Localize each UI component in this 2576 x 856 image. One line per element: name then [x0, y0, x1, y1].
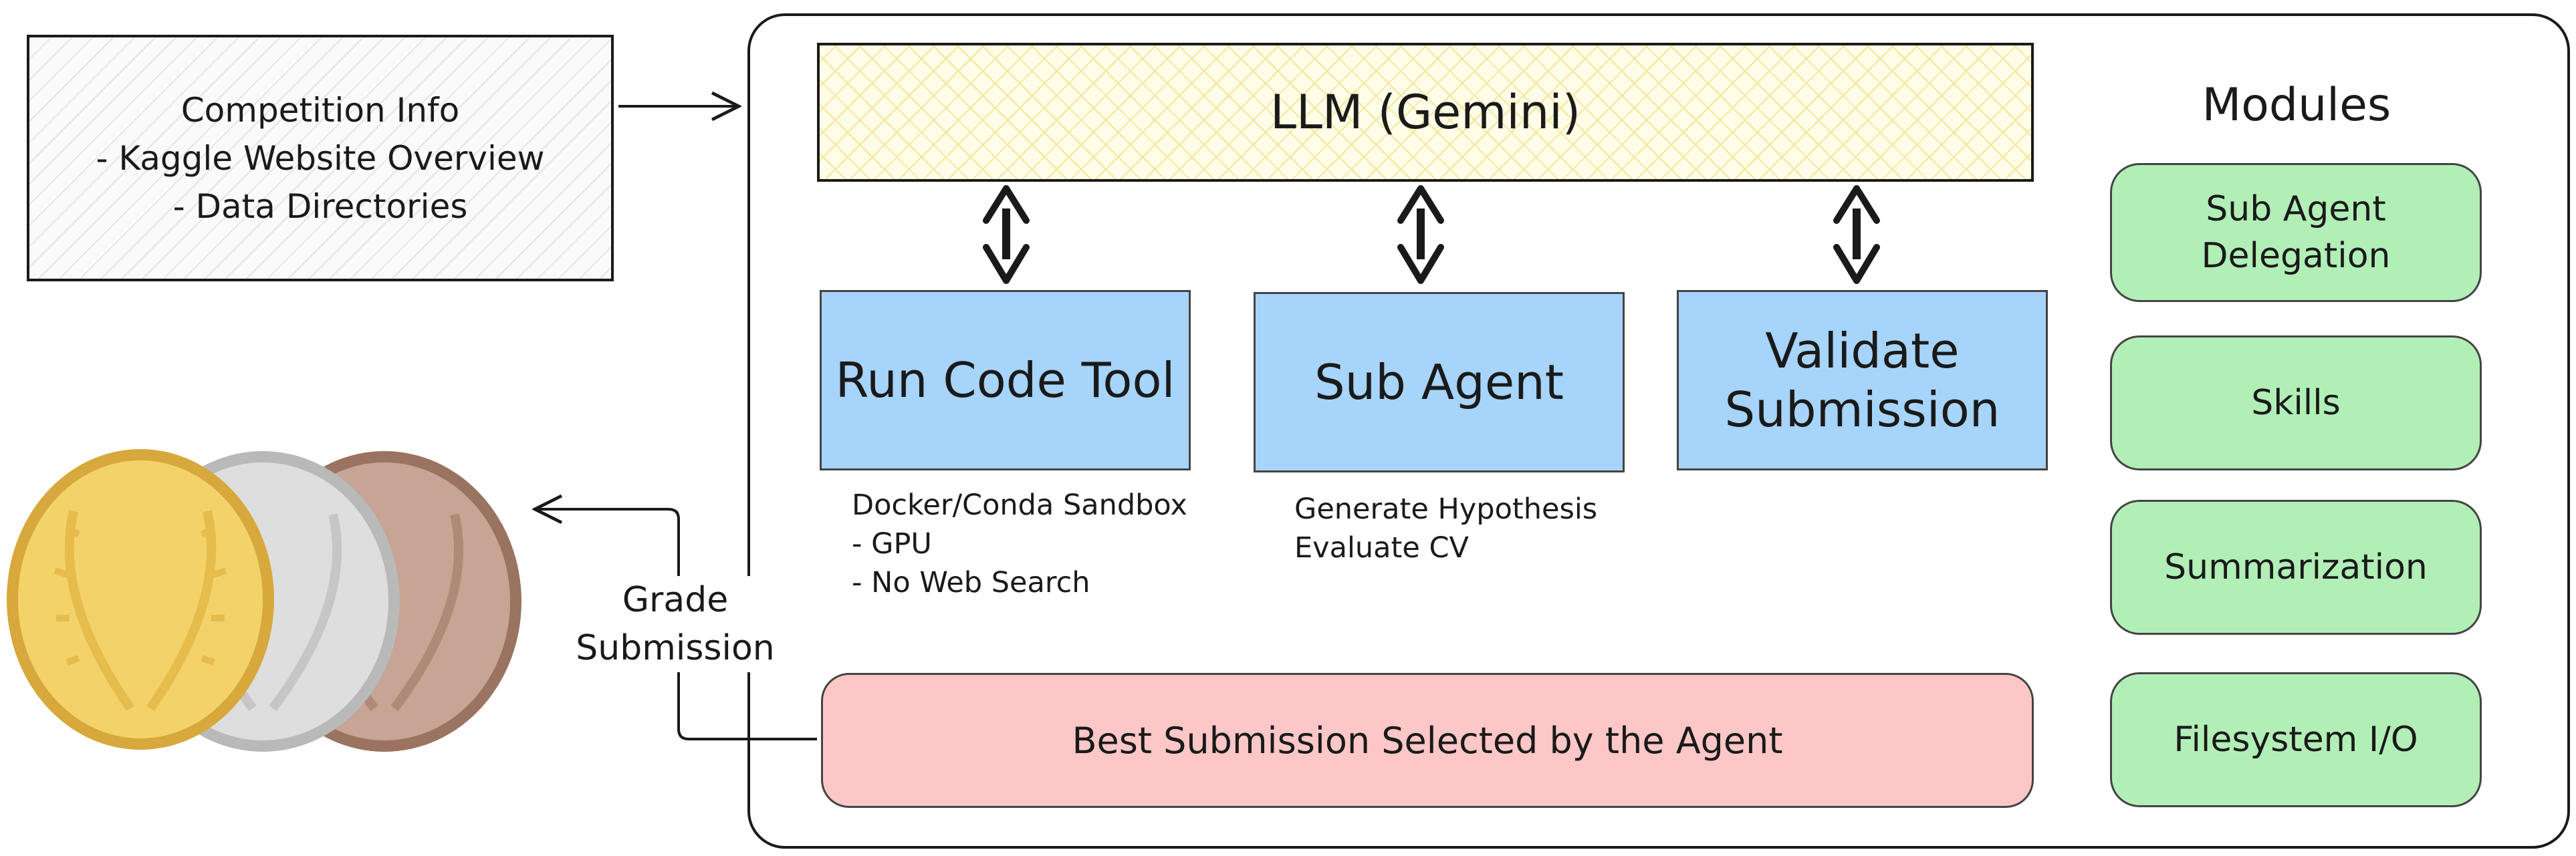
validate-submission-label-line: Validate: [1765, 323, 1960, 379]
run-code-note: Docker/Conda Sandbox: [852, 488, 1187, 522]
llm-sub-agent-double-arrow: [1397, 185, 1444, 284]
run-code-note: - No Web Search: [852, 566, 1090, 599]
module-label-line: Delegation: [2201, 236, 2391, 276]
sub-agent-note: Generate Hypothesis: [1294, 492, 1598, 526]
module-skills: Skills: [2110, 335, 2482, 470]
sub-agent-box: Sub Agent: [1254, 292, 1625, 472]
module-label-line: Filesystem I/O: [2174, 720, 2418, 760]
grade-submission-label: Grade Submission: [575, 576, 776, 672]
llm-label: LLM (Gemini): [1270, 85, 1581, 140]
sub-agent-label: Sub Agent: [1314, 354, 1564, 410]
validate-submission-box: Validate Submission: [1677, 290, 2048, 470]
module-label-line: Summarization: [2164, 547, 2428, 587]
grade-submission-line: Submission: [576, 628, 775, 668]
sub-agent-note: Evaluate CV: [1294, 531, 1469, 565]
competition-info-item: - Kaggle Website Overview: [96, 138, 545, 178]
run-code-note: - GPU: [852, 527, 932, 561]
module-filesystem-io: Filesystem I/O: [2110, 672, 2482, 807]
llm-run-code-double-arrow: [983, 185, 1030, 284]
competition-info-title: Competition Info: [181, 90, 460, 130]
run-code-tool-label: Run Code Tool: [835, 352, 1175, 408]
gold-medal: [7, 449, 274, 750]
validate-submission-label-line: Submission: [1724, 382, 2000, 438]
run-code-tool-box: Run Code Tool: [820, 290, 1191, 470]
competition-info-item: - Data Directories: [172, 186, 468, 226]
module-label-line: Sub Agent: [2206, 189, 2386, 229]
module-summarization: Summarization: [2110, 500, 2482, 635]
agent-container: [747, 13, 2570, 849]
llm-validate-double-arrow: [1833, 185, 1880, 284]
module-sub-agent-delegation: Sub Agent Delegation: [2110, 163, 2482, 302]
sub-agent-notes: Generate Hypothesis Evaluate CV: [1294, 490, 1597, 567]
grade-submission-line: Grade: [622, 580, 729, 620]
best-submission-box: Best Submission Selected by the Agent: [821, 673, 2034, 808]
llm-box: LLM (Gemini): [817, 43, 2034, 182]
modules-title: Modules: [2202, 79, 2391, 132]
competition-info-box: Competition Info - Kaggle Website Overvi…: [27, 35, 614, 281]
best-submission-label: Best Submission Selected by the Agent: [1072, 719, 1783, 762]
run-code-notes: Docker/Conda Sandbox - GPU - No Web Sear…: [852, 486, 1187, 602]
module-label-line: Skills: [2251, 383, 2341, 423]
